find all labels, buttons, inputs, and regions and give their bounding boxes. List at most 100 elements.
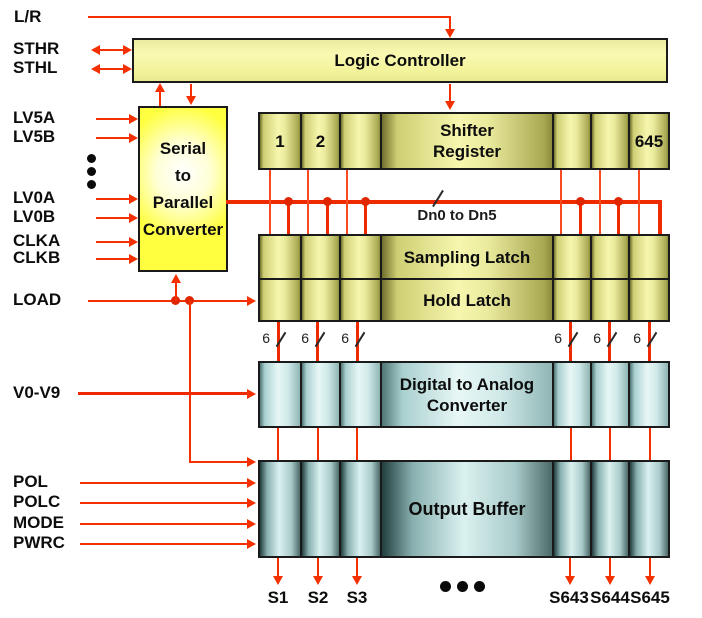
wire-s1 (277, 558, 279, 577)
arrowhead-up-into-logic (155, 83, 165, 92)
hold-latch-row: Hold Latch (260, 278, 668, 320)
signal-pwrc: PWRC (13, 533, 65, 552)
signal-sthl: STHL (13, 58, 58, 77)
arrowhead-polc (247, 498, 256, 508)
wire-v0-v9 (78, 392, 249, 395)
wire-lv5b (96, 137, 129, 139)
sampling-cell (590, 236, 628, 278)
arrowhead-s644 (605, 576, 615, 585)
arrowhead-down-into-s2p (186, 96, 196, 105)
bus-junction-dot (614, 197, 623, 206)
wire-pol (80, 482, 248, 484)
wire-dac-out (570, 428, 572, 460)
bus-width-6: 6 (262, 330, 270, 346)
hold-latch-label: Hold Latch (423, 290, 511, 310)
ellipsis-dot (87, 167, 96, 176)
wire-polc (80, 502, 248, 504)
wire-s3 (356, 558, 358, 577)
shifter-cell-3 (339, 114, 380, 168)
output-buffer-cell (628, 462, 668, 556)
bus-tap (579, 202, 582, 234)
logic-controller-block: Logic Controller (132, 38, 668, 83)
sampling-cell (552, 236, 590, 278)
arrowhead-clka (129, 237, 138, 247)
arrowhead-sthl-right (123, 64, 132, 74)
signal-v0-v9: V0-V9 (13, 383, 61, 402)
shifter-cell-1: 1 (260, 114, 300, 168)
shifter-register-label: Shifter Register (432, 121, 502, 161)
sampling-cell (260, 236, 300, 278)
output-s3: S3 (346, 588, 368, 607)
bus-width-6: 6 (554, 330, 562, 346)
bus-junction-dot (323, 197, 332, 206)
bus-width-6: 6 (301, 330, 309, 346)
bus-dn0-dn5 (226, 200, 662, 204)
wire-clkb (96, 258, 129, 260)
signal-mode: MODE (13, 513, 64, 532)
ellipsis-dot (87, 154, 96, 163)
hold-cell (339, 280, 380, 320)
signal-load: LOAD (13, 290, 62, 309)
shifter-register-row: 1 2 Shifter Register 645 (258, 112, 670, 170)
sampling-cell (300, 236, 339, 278)
bus-tap (287, 202, 290, 234)
arrowhead-sthl-left (91, 64, 100, 74)
output-ellipsis-dot (440, 581, 451, 592)
arrowhead-lv5b (129, 133, 138, 143)
wire-s2p-to-logic (159, 90, 161, 106)
sampling-latch-label: Sampling Latch (403, 247, 531, 267)
wire-pwrc (80, 543, 248, 545)
wire-shifter-out (346, 170, 348, 234)
output-buffer-cell (339, 462, 380, 556)
shifter-cell-645-label: 645 (634, 131, 664, 151)
output-buffer-cell (552, 462, 590, 556)
sampling-cell (339, 236, 380, 278)
output-buffer-label: Output Buffer (408, 498, 526, 519)
wire-lr-drop (449, 16, 451, 30)
wire-lv0a (96, 198, 129, 200)
signal-polc: POLC (13, 492, 61, 511)
wire-load (88, 300, 248, 302)
wire-sthr (99, 49, 125, 51)
serial-to-parallel-label: Serial to Parallel Converter (142, 139, 224, 239)
signal-lv5b: LV5B (13, 127, 56, 146)
bus-junction-dot (284, 197, 293, 206)
wire-load-branch (189, 461, 248, 463)
dac-title-cell: Digital to Analog Converter (380, 363, 552, 426)
arrowhead-s645 (645, 576, 655, 585)
arrowhead-sthr-left (91, 45, 100, 55)
arrowhead-lr-into-logic (445, 29, 455, 38)
wire-s2 (317, 558, 319, 577)
shifter-cell-644 (590, 114, 628, 168)
arrowhead-clkb (129, 254, 138, 264)
hold-title-cell: Hold Latch (380, 280, 552, 320)
dac-row: Digital to Analog Converter (258, 361, 670, 428)
signal-lv5a: LV5A (13, 108, 56, 127)
signal-clka: CLKA (13, 231, 61, 250)
wire-s644 (609, 558, 611, 577)
hold-cell (628, 280, 668, 320)
output-buffer-cell (260, 462, 300, 556)
bus-label: Dn0 to Dn5 (417, 207, 497, 224)
bus-junction-dot (361, 197, 370, 206)
wire-load-up (175, 282, 177, 301)
bus-width-6: 6 (633, 330, 641, 346)
output-s644: S644 (590, 588, 630, 607)
output-buffer-row: Output Buffer (258, 460, 670, 558)
wire-load-down (189, 300, 191, 462)
arrowhead-mode (247, 519, 256, 529)
wire-shifter-out (638, 170, 640, 234)
arrowhead-pol (247, 478, 256, 488)
arrowhead-s3 (352, 576, 362, 585)
output-buffer-cell (300, 462, 339, 556)
wire-dac-out (609, 428, 611, 460)
arrowhead-load-into-s2p (171, 274, 181, 283)
hold-cell (552, 280, 590, 320)
wire-sthl (99, 68, 125, 70)
dac-label: Digital to Analog Converter (399, 374, 535, 415)
arrowhead-into-shifter (445, 101, 455, 110)
bus-end-drop (658, 202, 662, 234)
logic-controller-label: Logic Controller (334, 51, 466, 70)
wire-shifter-out (560, 170, 562, 234)
